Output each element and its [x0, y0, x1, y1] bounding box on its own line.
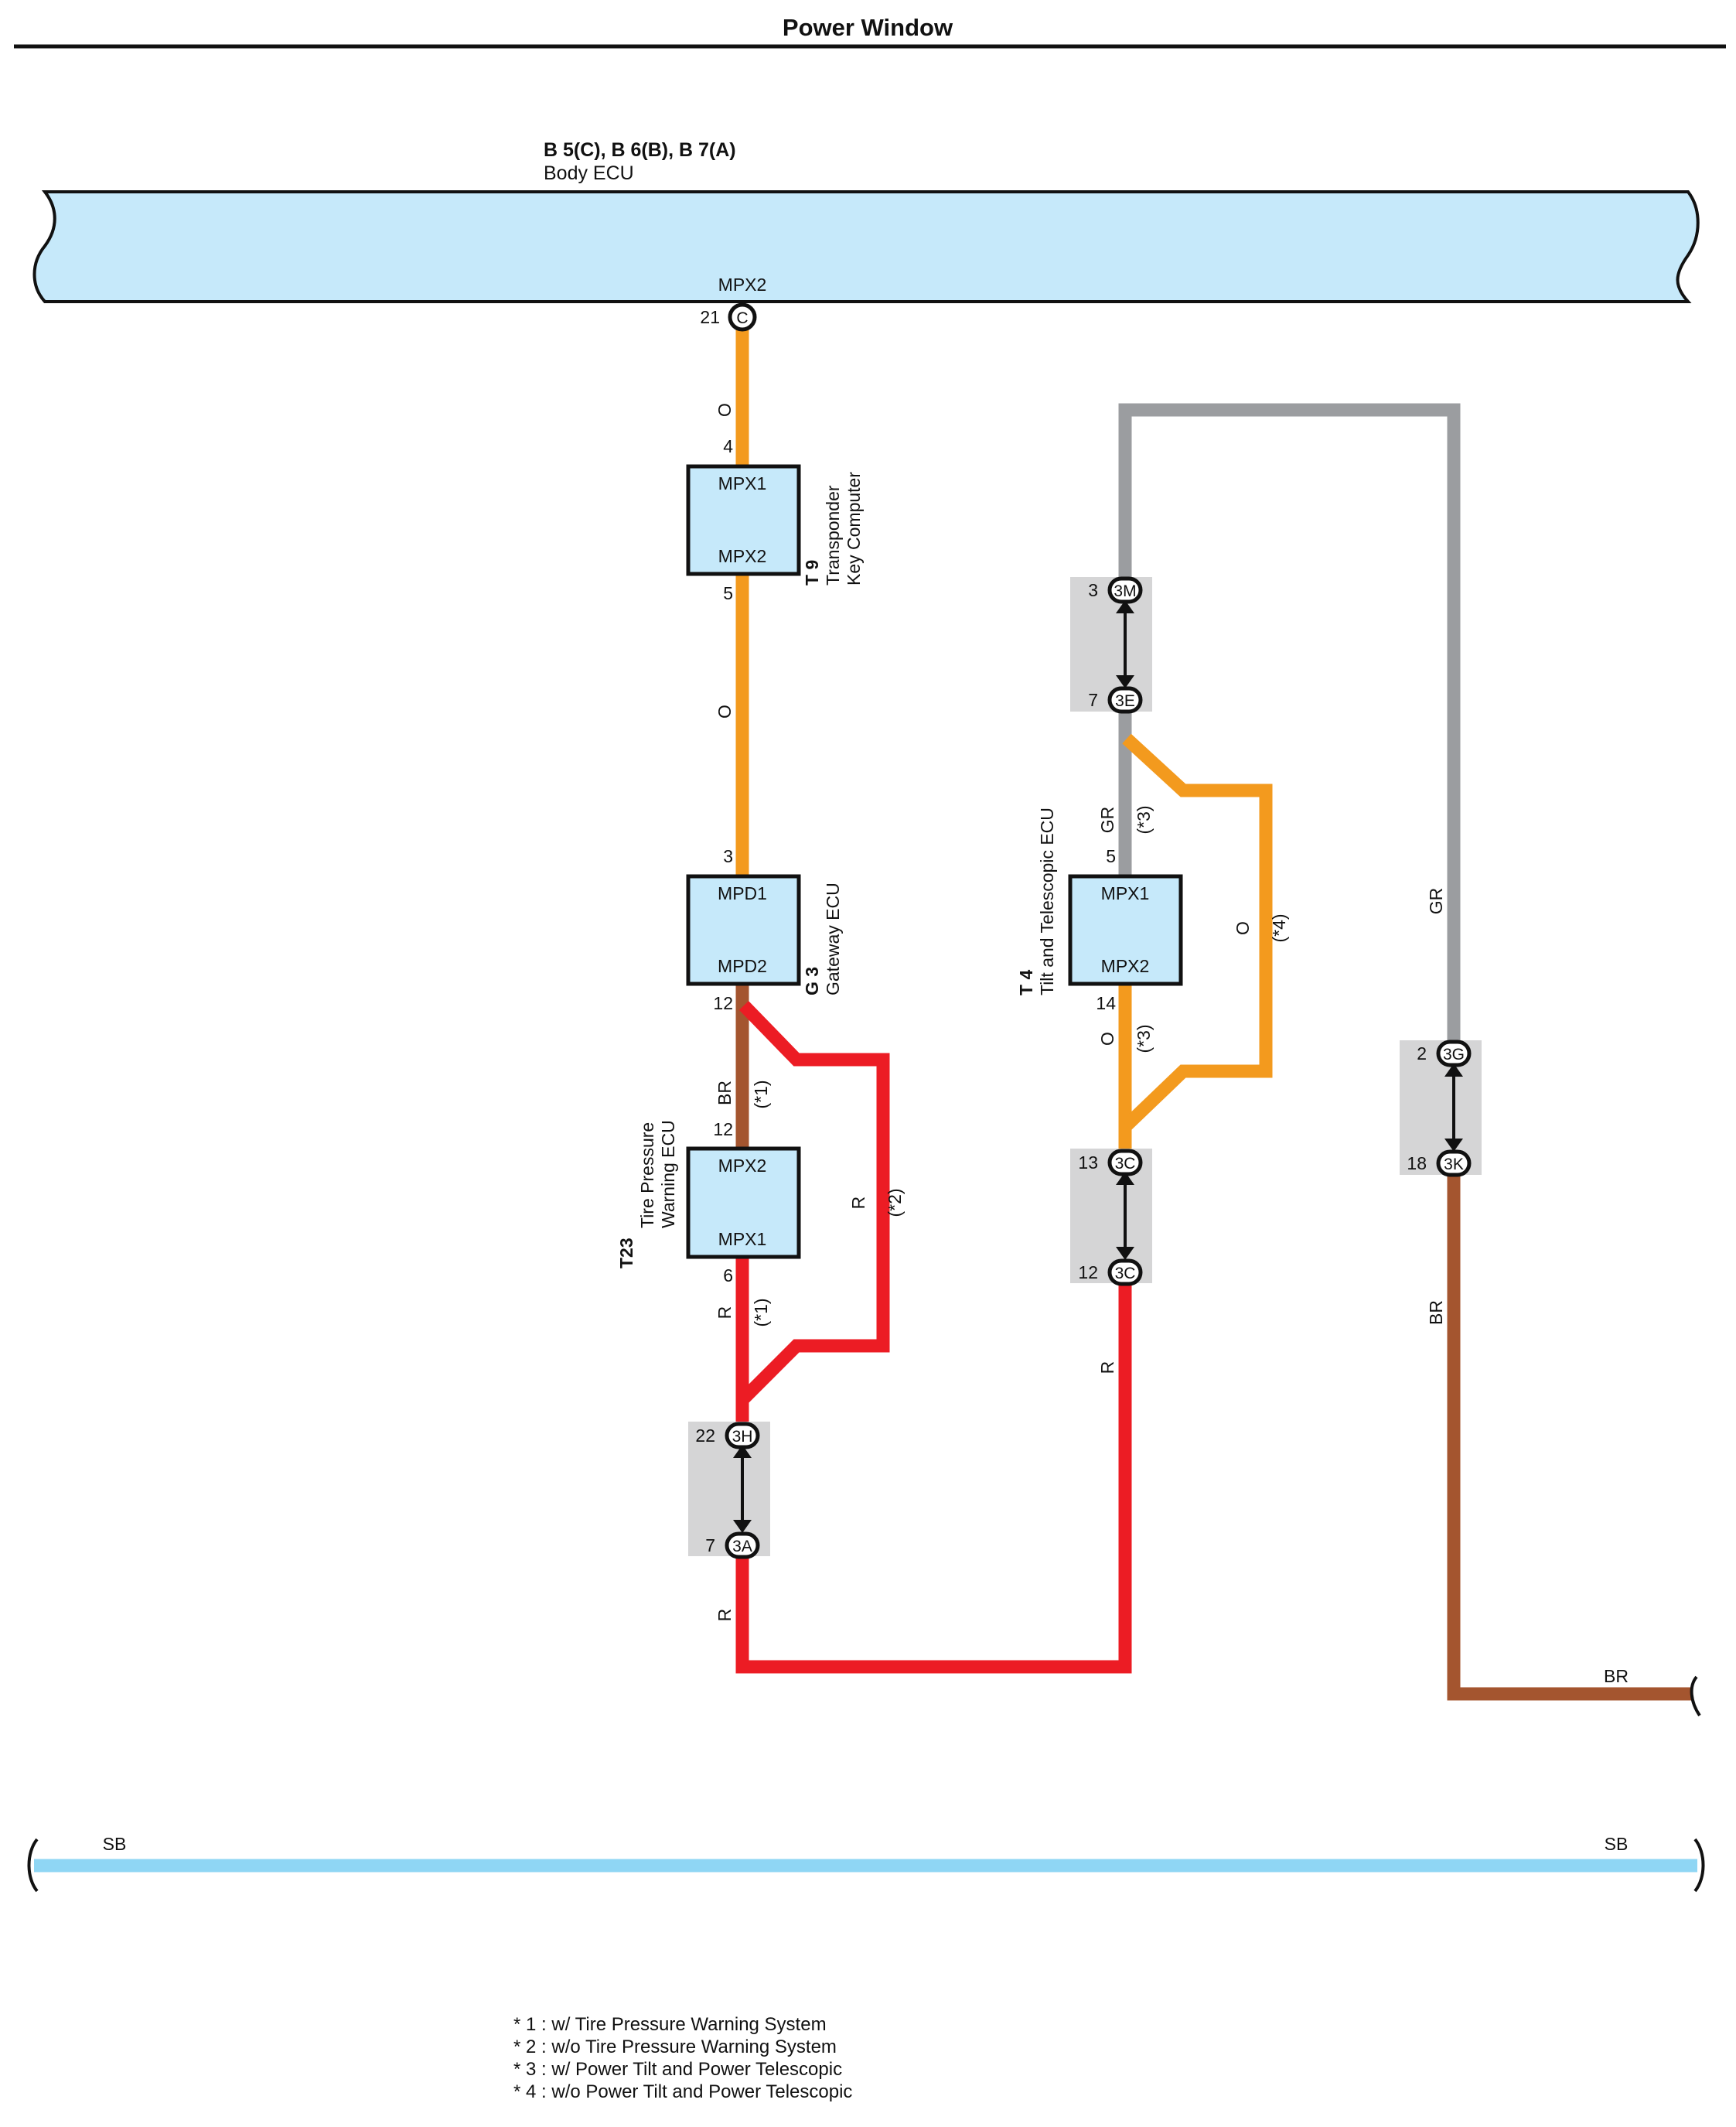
wire-label-gr1: GR — [1097, 807, 1117, 834]
j4-top-conn: 3G — [1443, 1046, 1465, 1064]
g3-code: G 3 — [802, 967, 822, 995]
body-ecu-pin-connector — [728, 302, 757, 332]
wire-br-break — [1690, 1675, 1701, 1717]
t4-top-pin: 5 — [1106, 846, 1116, 866]
footnote-2: * 2 : w/o Tire Pressure Warning System — [513, 2037, 837, 2057]
t9-box — [686, 464, 801, 576]
wire-label-o3: O — [1233, 921, 1253, 935]
t23-bottom-terminal: MPX1 — [718, 1229, 767, 1249]
t9-name-line2: Key Computer — [844, 472, 864, 586]
wire-label-r2: R — [715, 1306, 735, 1320]
j2-bottom-conn: 3E — [1115, 692, 1135, 710]
t23-code: T23 — [616, 1238, 636, 1268]
j1-top-pin: 22 — [695, 1425, 715, 1446]
g3-top-pin: 3 — [723, 846, 733, 866]
t4-code: T 4 — [1016, 970, 1036, 995]
body-ecu-connector-label: C — [736, 309, 748, 327]
j4-bottom-conn: 3K — [1444, 1156, 1464, 1173]
junction-3g-3k — [1400, 1040, 1482, 1177]
note-n2: (*2) — [885, 1188, 905, 1217]
note-n3b: (*3) — [1134, 1024, 1154, 1053]
body-ecu-bar — [32, 190, 1700, 303]
wire-label-r4: R — [1097, 1361, 1117, 1374]
footnote-3: * 3 : w/ Power Tilt and Power Telescopic — [513, 2059, 842, 2080]
body-ecu-terminal: MPX2 — [718, 275, 767, 295]
g3-name: Gateway ECU — [823, 883, 843, 995]
t9-bottom-pin: 5 — [723, 583, 733, 603]
t9-bottom-terminal: MPX2 — [718, 546, 767, 566]
t23-top-pin: 12 — [713, 1119, 733, 1139]
wire-r-bypass — [738, 1001, 890, 1404]
footnote-1: * 1 : w/ Tire Pressure Warning System — [513, 2014, 827, 2035]
wire-label-o4: O — [1097, 1032, 1117, 1046]
g3-box — [686, 874, 801, 986]
wire-label-r1: R — [848, 1197, 868, 1210]
j2-top-pin: 3 — [1088, 580, 1098, 600]
wire-label-o2: O — [715, 705, 735, 719]
j1-bottom-conn: 3A — [732, 1538, 752, 1555]
t23-box — [686, 1146, 801, 1259]
note-n1b: (*1) — [751, 1298, 771, 1326]
j3-bottom-pin: 12 — [1078, 1262, 1098, 1282]
note-n1a: (*1) — [751, 1080, 771, 1108]
sb-label-right: SB — [1605, 1834, 1629, 1854]
wire-br-j4-right — [1447, 1174, 1692, 1701]
j3-top-conn: 3C — [1115, 1155, 1136, 1173]
wire-label-br3: BR — [1604, 1666, 1629, 1686]
page-title: Power Window — [783, 14, 953, 41]
junction-3m-3e — [1070, 576, 1152, 714]
wire-r-j1-j3 — [735, 1282, 1132, 1674]
j4-top-pin: 2 — [1417, 1043, 1427, 1064]
wire-label-br2: BR — [1426, 1300, 1446, 1325]
g3-bottom-pin: 12 — [713, 993, 733, 1013]
t23-bottom-pin: 6 — [723, 1265, 733, 1285]
footnote-4: * 4 : w/o Power Tilt and Power Telescopi… — [513, 2081, 852, 2102]
t4-bottom-pin: 14 — [1096, 993, 1116, 1013]
junction-3c-3c — [1070, 1149, 1152, 1286]
wire-label-br1: BR — [715, 1081, 735, 1105]
note-n3a: (*3) — [1134, 805, 1154, 834]
j4-bottom-pin: 18 — [1407, 1153, 1427, 1173]
t9-top-pin: 4 — [723, 436, 733, 456]
t4-top-terminal: MPX1 — [1101, 883, 1150, 903]
wire-gr-top — [1118, 403, 1461, 1053]
body-ecu-pin-number: 21 — [700, 307, 720, 327]
sb-label-left: SB — [103, 1834, 127, 1854]
t9-code: T 9 — [802, 560, 822, 586]
j1-top-conn: 3H — [732, 1428, 753, 1446]
t23-name-line2: Warning ECU — [658, 1120, 678, 1228]
t4-name: Tilt and Telescopic ECU — [1037, 807, 1057, 995]
wire-label-r3: R — [715, 1609, 735, 1622]
wire-o-bypass — [1122, 733, 1273, 1131]
junction-3h-3a — [688, 1422, 770, 1559]
sb-break-left — [27, 1838, 39, 1893]
j2-top-conn: 3M — [1114, 582, 1136, 600]
g3-top-terminal: MPD1 — [718, 883, 767, 903]
j2-bottom-pin: 7 — [1088, 690, 1098, 710]
t9-top-terminal: MPX1 — [718, 473, 767, 493]
wire-label-gr2: GR — [1426, 888, 1446, 915]
g3-bottom-terminal: MPD2 — [718, 956, 767, 976]
j1-bottom-pin: 7 — [705, 1535, 715, 1555]
t23-top-terminal: MPX2 — [718, 1156, 767, 1176]
body-ecu-code: B 5(C), B 6(B), B 7(A) — [544, 139, 736, 161]
wire-label-o1: O — [715, 403, 735, 417]
t9-name-line1: Transponder — [823, 485, 843, 586]
j3-bottom-conn: 3C — [1115, 1265, 1136, 1282]
body-ecu-name: Body ECU — [544, 162, 634, 184]
note-n4: (*4) — [1269, 913, 1289, 942]
t4-box — [1068, 874, 1183, 986]
t4-bottom-terminal: MPX2 — [1101, 956, 1150, 976]
sb-break-right — [1693, 1838, 1705, 1893]
j3-top-pin: 13 — [1078, 1152, 1098, 1173]
t23-name-line1: Tire Pressure — [637, 1122, 657, 1228]
